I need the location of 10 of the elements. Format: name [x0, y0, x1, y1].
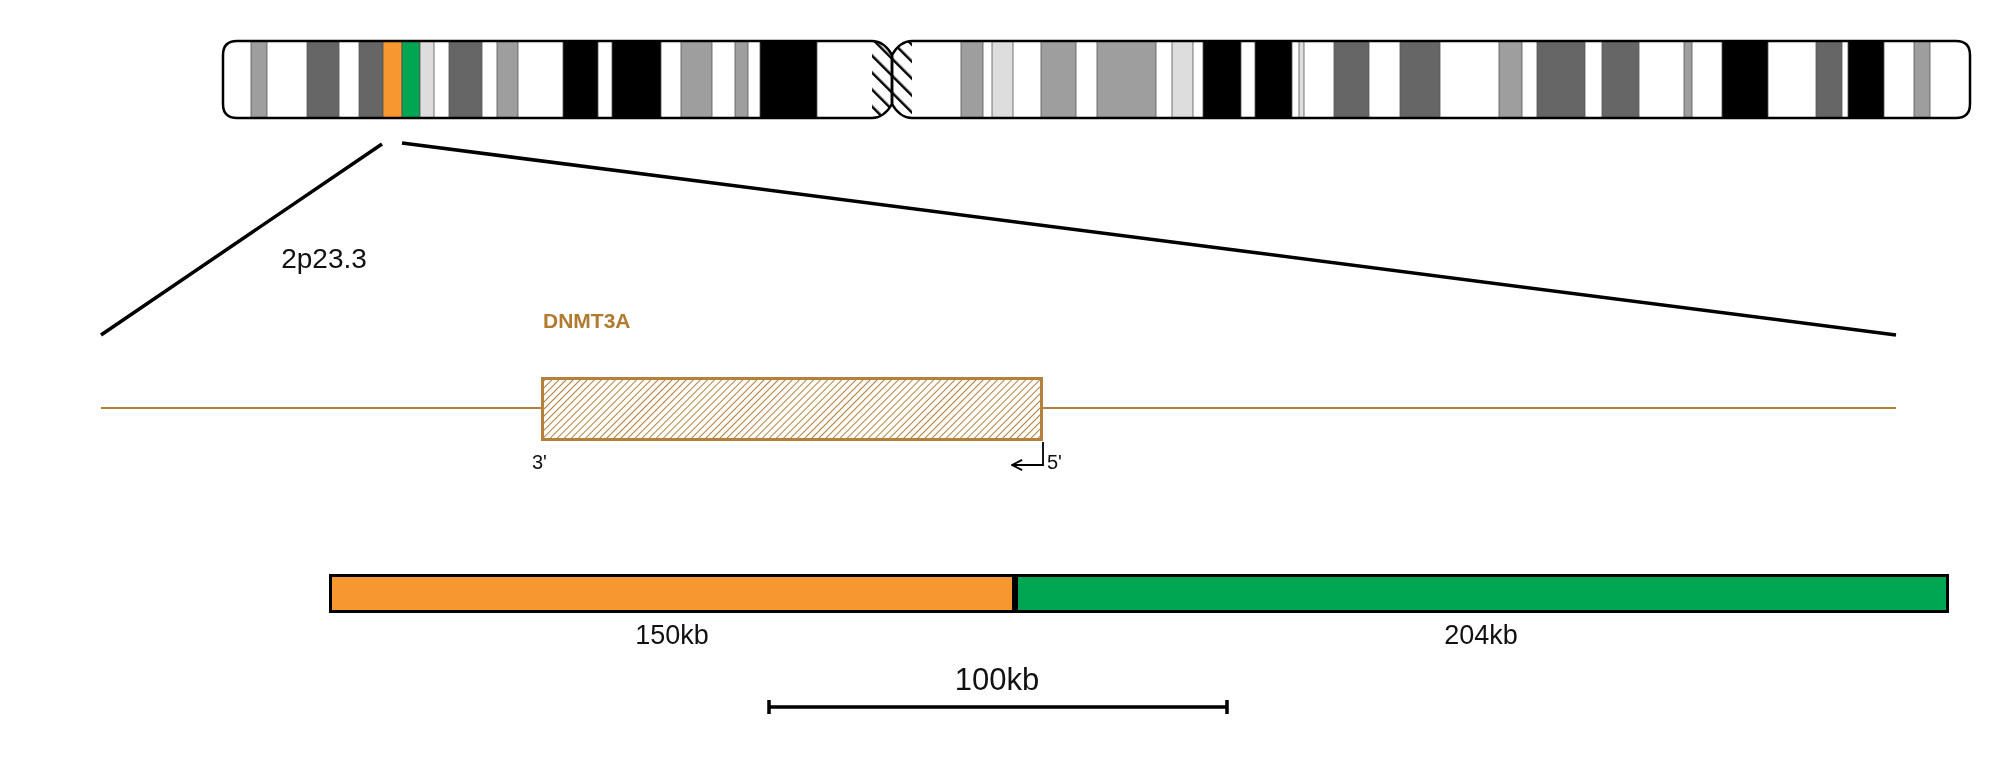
strand-end-label: 3'	[532, 452, 547, 472]
gene-name: DNMT3A	[543, 310, 631, 331]
region-bar	[329, 574, 1015, 613]
size-label: 204kb	[1444, 622, 1518, 649]
size-label: 150kb	[635, 622, 709, 649]
scale-label: 100kb	[954, 664, 1040, 695]
strand-end-label: 5'	[1047, 452, 1062, 472]
gene-box	[541, 377, 1043, 441]
region-bar	[1015, 574, 1949, 613]
locus-label: 2p23.3	[281, 245, 367, 273]
